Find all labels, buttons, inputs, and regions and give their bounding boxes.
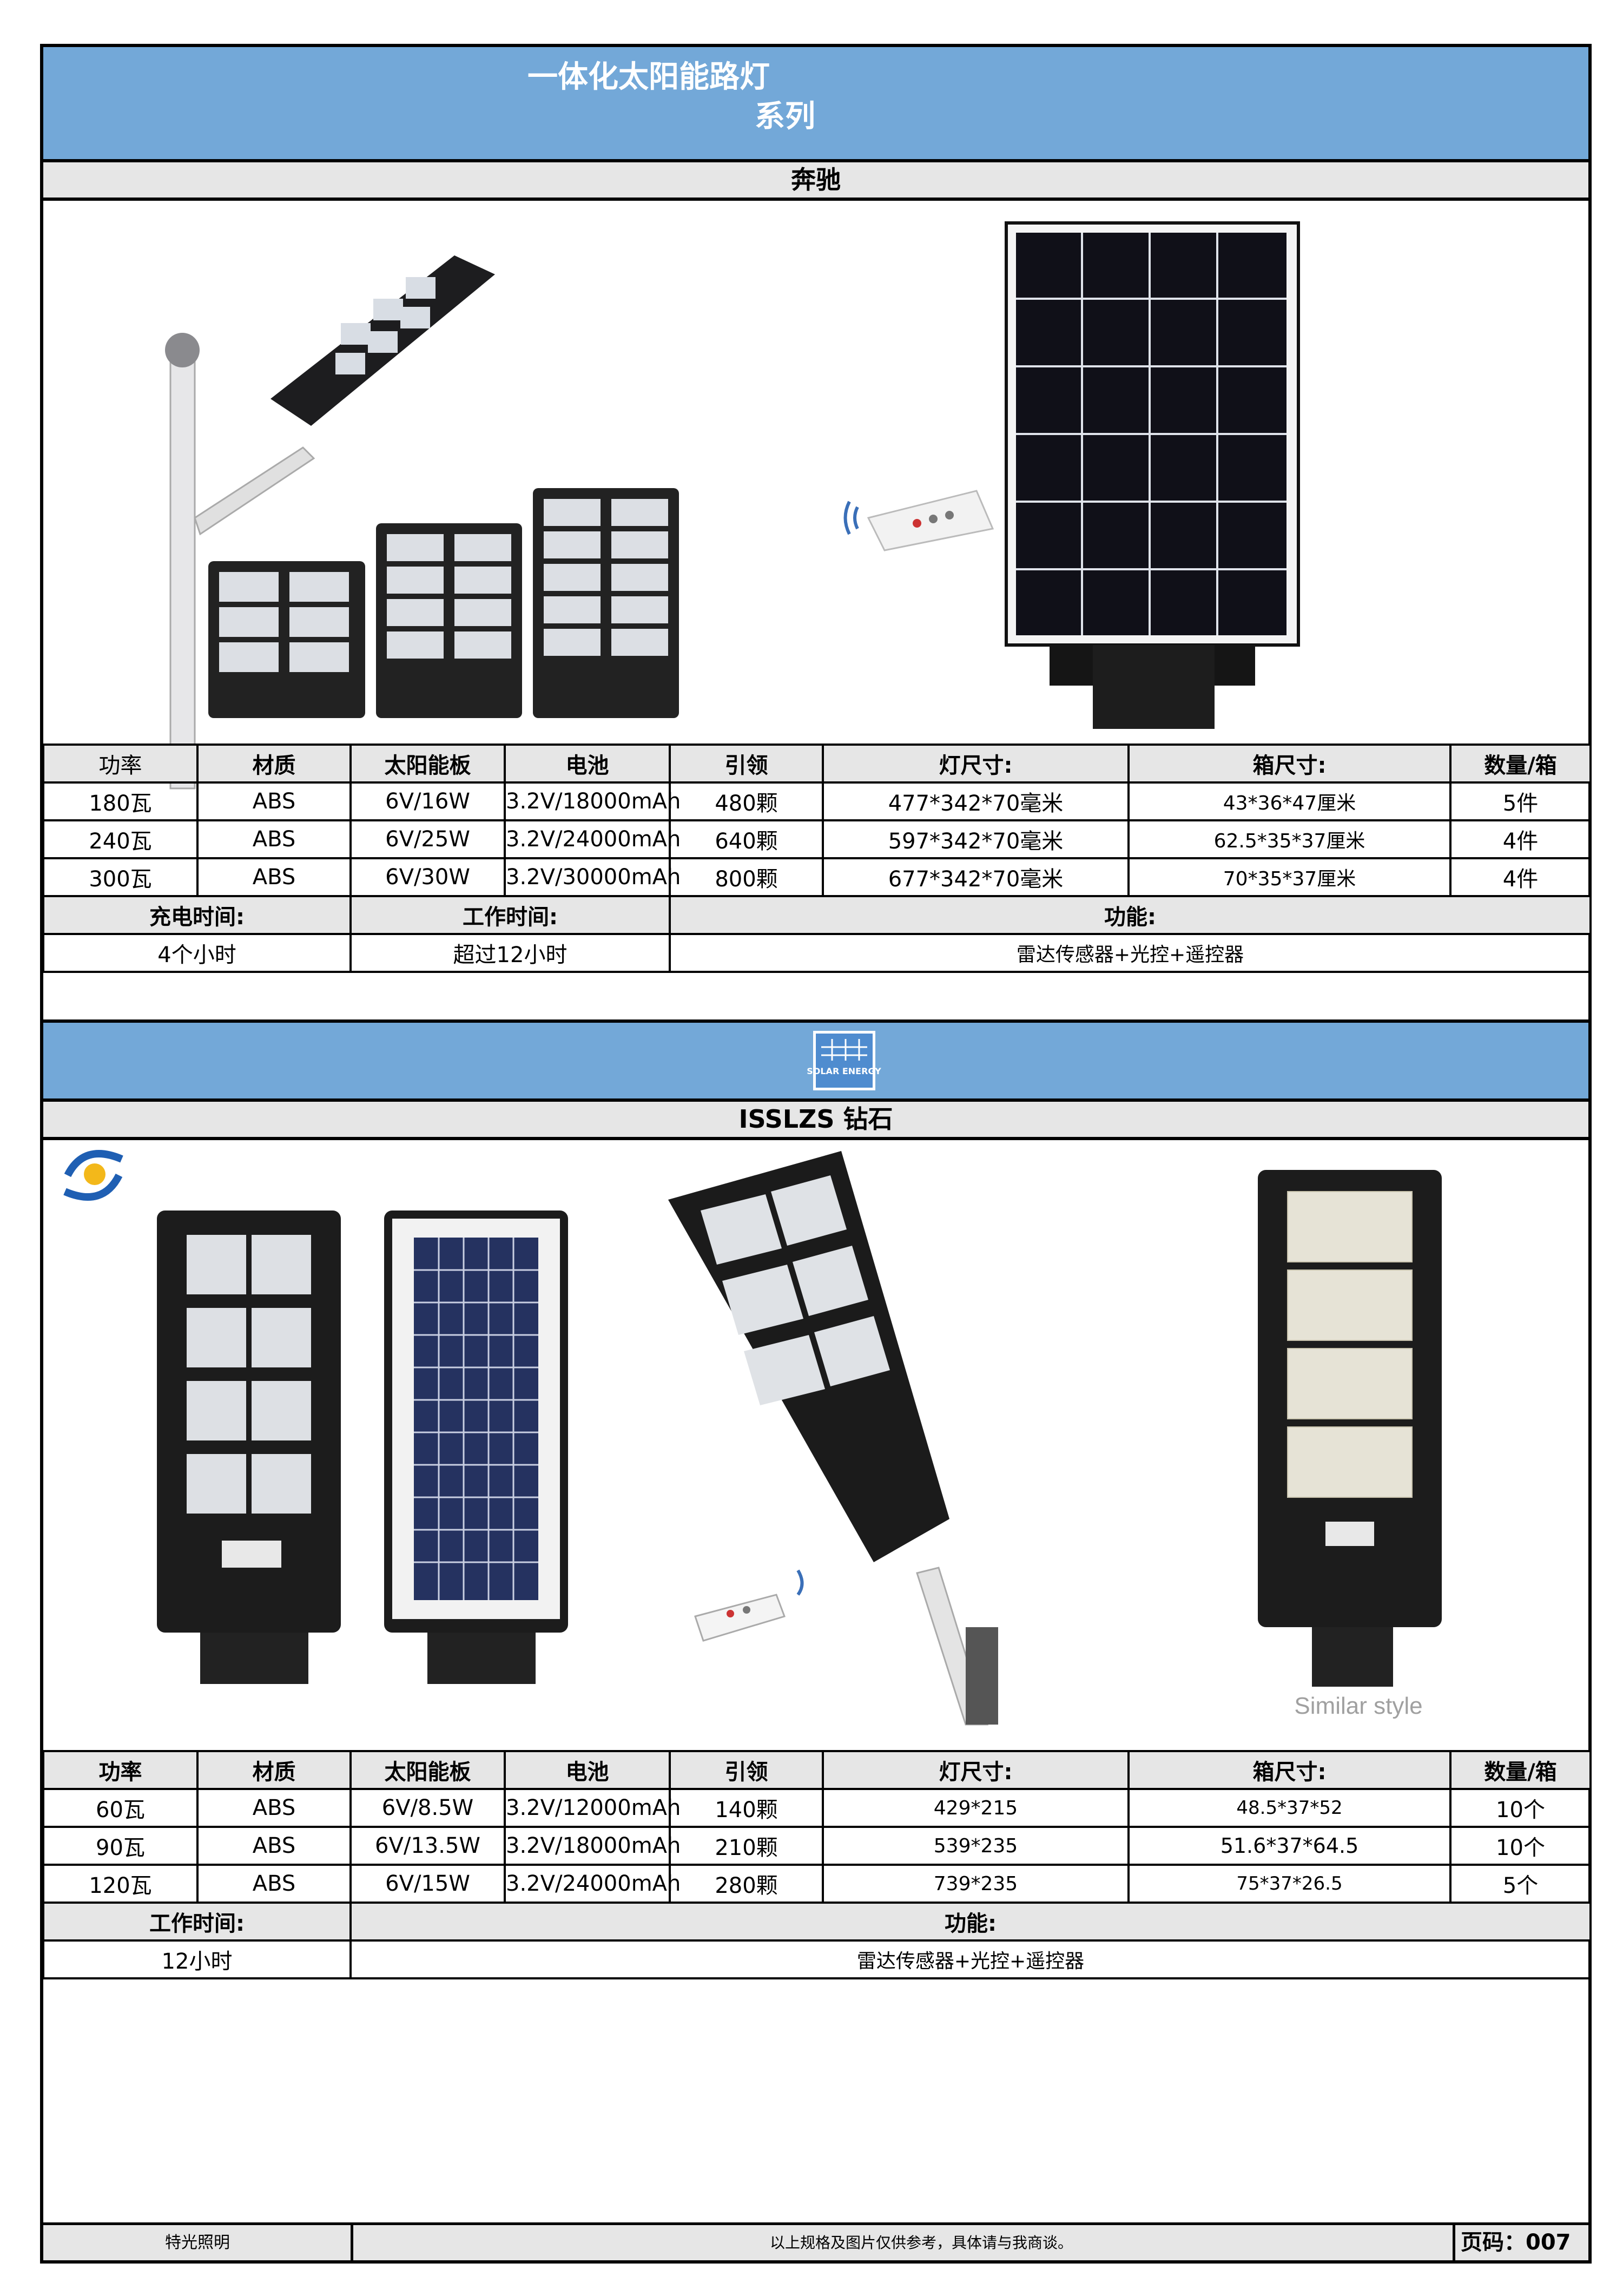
section2-title: ISSLZS 钻石 <box>43 1102 1588 1137</box>
col-power: 功率 <box>42 744 199 784</box>
function-value: 雷达传感器+光控+遥控器 <box>669 933 1592 973</box>
section2-lamp-back-photo <box>384 1211 568 1684</box>
col-led: 引领 <box>669 1750 824 1790</box>
work-time-value: 超过12小时 <box>349 933 671 973</box>
brand-logo-icon <box>63 1150 123 1201</box>
header-banner: 一体化太阳能路灯 系列 <box>43 47 1588 159</box>
footer-company: 特光照明 <box>165 2233 230 2252</box>
col-box-size: 箱尺寸: <box>1127 1750 1452 1790</box>
charge-time-value: 4个小时 <box>42 933 352 973</box>
section2-lamp-on-pole-photo <box>668 1151 998 1726</box>
col-solar-panel: 太阳能板 <box>349 1750 506 1790</box>
section1-title: 奔驰 <box>43 162 1588 198</box>
page-number: 页码：007 <box>1461 2230 1571 2255</box>
col-power: 功率 <box>42 1750 199 1790</box>
col-lamp-size: 灯尺寸: <box>822 1750 1130 1790</box>
col-material: 材质 <box>196 1750 352 1790</box>
function-label: 功能: <box>349 1902 1592 1942</box>
col-box-size: 箱尺寸: <box>1127 744 1452 784</box>
footer-bar: 特光照明 以上规格及图片仅供参考，具体请与我商谈。 页码：007 <box>43 2222 1588 2260</box>
col-qty-per-box: 数量/箱 <box>1449 744 1592 784</box>
section2-lamp-large-photo: Similar style <box>1258 1170 1442 1719</box>
col-led: 引领 <box>669 744 824 784</box>
function-value: 雷达传感器+光控+遥控器 <box>349 1939 1592 1979</box>
work-time-label: 工作时间: <box>42 1902 352 1942</box>
section1-product-photo <box>108 204 709 790</box>
section1-remote-control-photo <box>843 490 994 551</box>
col-qty-per-box: 数量/箱 <box>1449 1750 1592 1790</box>
col-battery: 电池 <box>504 1750 671 1790</box>
col-material: 材质 <box>196 744 352 784</box>
col-solar-panel: 太阳能板 <box>349 744 506 784</box>
section2-banner: SOLAR ENERGY <box>43 1023 1588 1098</box>
solar-energy-logo-icon: SOLAR ENERGY <box>807 1031 881 1090</box>
similar-style-caption: Similar style <box>1294 1693 1422 1719</box>
header-title-line2: 系列 <box>755 99 815 134</box>
section1-solar-panel-photo <box>1005 221 1300 729</box>
work-time-label: 工作时间: <box>349 895 671 935</box>
solar-logo-text: SOLAR ENERGY <box>807 1066 881 1076</box>
work-time-value: 12小时 <box>42 1939 352 1979</box>
function-label: 功能: <box>669 895 1592 935</box>
header-title-line1: 一体化太阳能路灯 <box>527 60 770 95</box>
footer-note: 以上规格及图片仅供参考，具体请与我商谈。 <box>769 2234 1073 2252</box>
section2-lamp-front-photo <box>157 1211 341 1684</box>
catalog-sheet: 一体化太阳能路灯 系列 奔驰 <box>40 44 1592 2264</box>
col-battery: 电池 <box>504 744 671 784</box>
col-lamp-size: 灯尺寸: <box>822 744 1130 784</box>
charge-time-label: 充电时间: <box>42 895 352 935</box>
